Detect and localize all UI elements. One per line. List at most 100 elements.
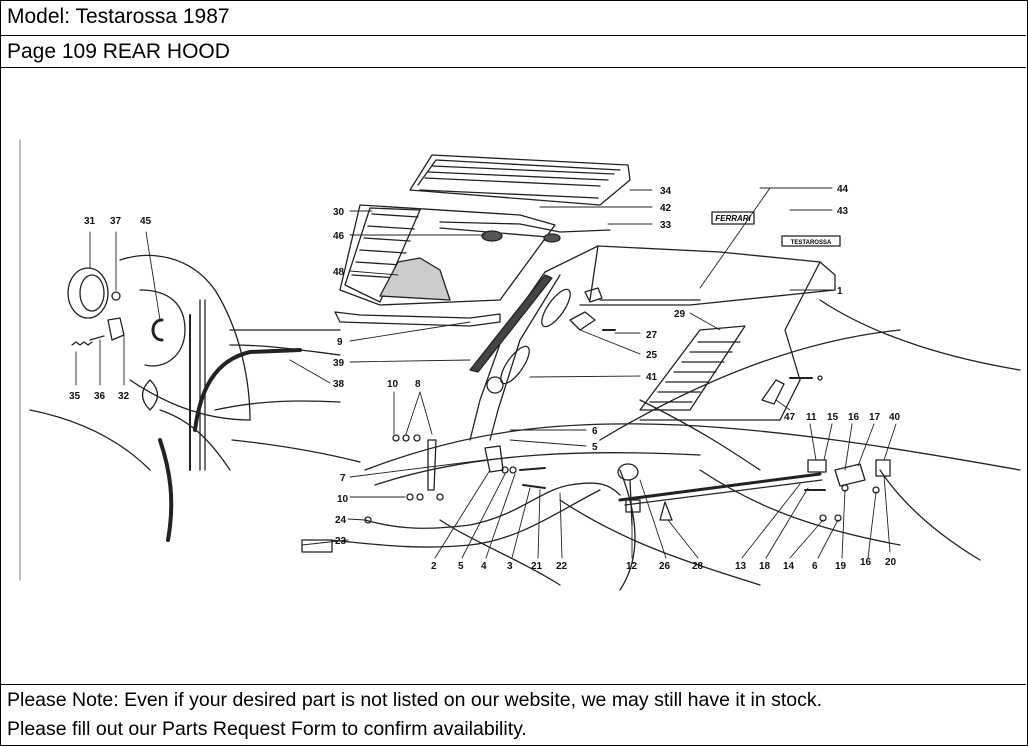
callout-47: 47 [784, 412, 796, 423]
bar-9 [334, 311, 501, 327]
callout-8: 8 [415, 379, 421, 390]
callout-19: 19 [835, 561, 847, 572]
callout-5-bottom: 5 [458, 561, 464, 572]
hood-panel-30 [339, 204, 556, 306]
callout-21: 21 [531, 561, 543, 572]
latch-47 [761, 379, 785, 405]
callout-43: 43 [837, 206, 849, 217]
callout-3: 3 [507, 561, 513, 572]
callout-12: 12 [626, 561, 638, 572]
bracket-12 [625, 499, 641, 513]
latch-11 [807, 459, 827, 473]
callout-26: 26 [659, 561, 671, 572]
callout-30: 30 [333, 207, 345, 218]
callout-36: 36 [94, 391, 106, 402]
parts-diagram: FERRARI TESTAROSSA 34 42 33 30 46 48 44 … [0, 68, 1026, 685]
hinge-25 [569, 311, 596, 331]
grille-34 [409, 154, 631, 206]
callout-35: 35 [69, 391, 81, 402]
callout-labels: 34 42 33 30 46 48 44 43 1 29 27 25 41 31… [69, 184, 901, 572]
badge-text: TESTAROSSA [791, 240, 832, 246]
hole-lower [486, 376, 504, 394]
callout-6-bottom: 6 [812, 561, 818, 572]
pin-36 [89, 335, 105, 341]
callout-39: 39 [333, 358, 345, 369]
catch-40 [875, 459, 891, 477]
callout-9: 9 [337, 337, 343, 348]
slot-upper [541, 288, 571, 328]
callout-16-top: 16 [848, 412, 860, 423]
request-form-note: Please fill out our Parts Request Form t… [7, 718, 527, 740]
callout-34: 34 [660, 186, 672, 197]
grille-30 [344, 207, 421, 303]
callout-14: 14 [783, 561, 795, 572]
callout-7: 7 [340, 473, 346, 484]
buffer-28 [659, 501, 673, 521]
callout-41: 41 [646, 372, 658, 383]
callout-15: 15 [827, 412, 839, 423]
latch-17 [834, 463, 866, 487]
emblem-44 [711, 211, 755, 225]
callout-48: 48 [333, 267, 345, 278]
cable-24 [364, 482, 621, 529]
callout-28: 28 [692, 561, 704, 572]
rod-13 [618, 472, 822, 502]
clip-37 [111, 291, 121, 301]
callout-17: 17 [869, 412, 881, 423]
hood-frame-1 [544, 245, 836, 306]
seal-vertical [158, 438, 174, 542]
callout-38: 38 [333, 379, 345, 390]
callout-40: 40 [889, 412, 901, 423]
callout-25: 25 [646, 350, 658, 361]
page-row: Page 109 REAR HOOD [0, 36, 1026, 68]
callout-1: 1 [837, 286, 843, 297]
model-row: Model: Testarossa 1987 [0, 0, 1026, 36]
callout-6: 6 [592, 426, 598, 437]
callout-4: 4 [481, 561, 487, 572]
insulation-48 [379, 257, 451, 301]
latch-32 [107, 317, 125, 341]
callout-2: 2 [431, 561, 437, 572]
body-line-upper [364, 423, 1021, 471]
fuel-cap-31 [67, 267, 109, 319]
model-title: Model: Testarossa 1987 [7, 5, 230, 28]
availability-note: Please Note: Even if your desired part i… [7, 689, 823, 711]
plug-46 [481, 230, 503, 242]
callout-29: 29 [674, 309, 686, 320]
clamp-45-outline [139, 289, 186, 367]
badge-43 [781, 235, 841, 247]
callout-16-bottom: 16 [860, 557, 872, 568]
callout-44: 44 [837, 184, 849, 195]
callout-23: 23 [335, 536, 347, 547]
callout-20: 20 [885, 557, 897, 568]
spring-35 [71, 341, 93, 346]
strut-8 [427, 439, 437, 491]
callout-27: 27 [646, 330, 658, 341]
callout-32: 32 [118, 391, 130, 402]
cable-23 [329, 489, 601, 548]
plate-7 [484, 445, 504, 473]
exploded-view-drawing: FERRARI TESTAROSSA 34 42 33 30 46 48 44 … [19, 139, 1021, 591]
callout-24: 24 [335, 515, 347, 526]
callout-46: 46 [333, 231, 345, 242]
callout-18: 18 [759, 561, 771, 572]
rail-33 [439, 221, 611, 233]
callout-37: 37 [110, 216, 122, 227]
callout-33: 33 [660, 220, 672, 231]
grille-29 [639, 325, 746, 411]
body-left-panel [119, 254, 251, 421]
callout-31: 31 [84, 216, 96, 227]
seal-39 [469, 274, 553, 373]
page-title: Page 109 REAR HOOD [7, 40, 230, 63]
callout-22: 22 [556, 561, 568, 572]
callout-42: 42 [660, 203, 672, 214]
callout-5: 5 [592, 442, 598, 453]
seal-strip-38 [193, 348, 302, 432]
callout-13: 13 [735, 561, 747, 572]
hinge-bracket-left [141, 379, 159, 411]
callout-45: 45 [140, 216, 152, 227]
callout-10-top: 10 [387, 379, 399, 390]
emblem-text: FERRARI [715, 214, 751, 223]
callout-11: 11 [806, 412, 817, 423]
callout-10-bottom: 10 [337, 494, 349, 505]
